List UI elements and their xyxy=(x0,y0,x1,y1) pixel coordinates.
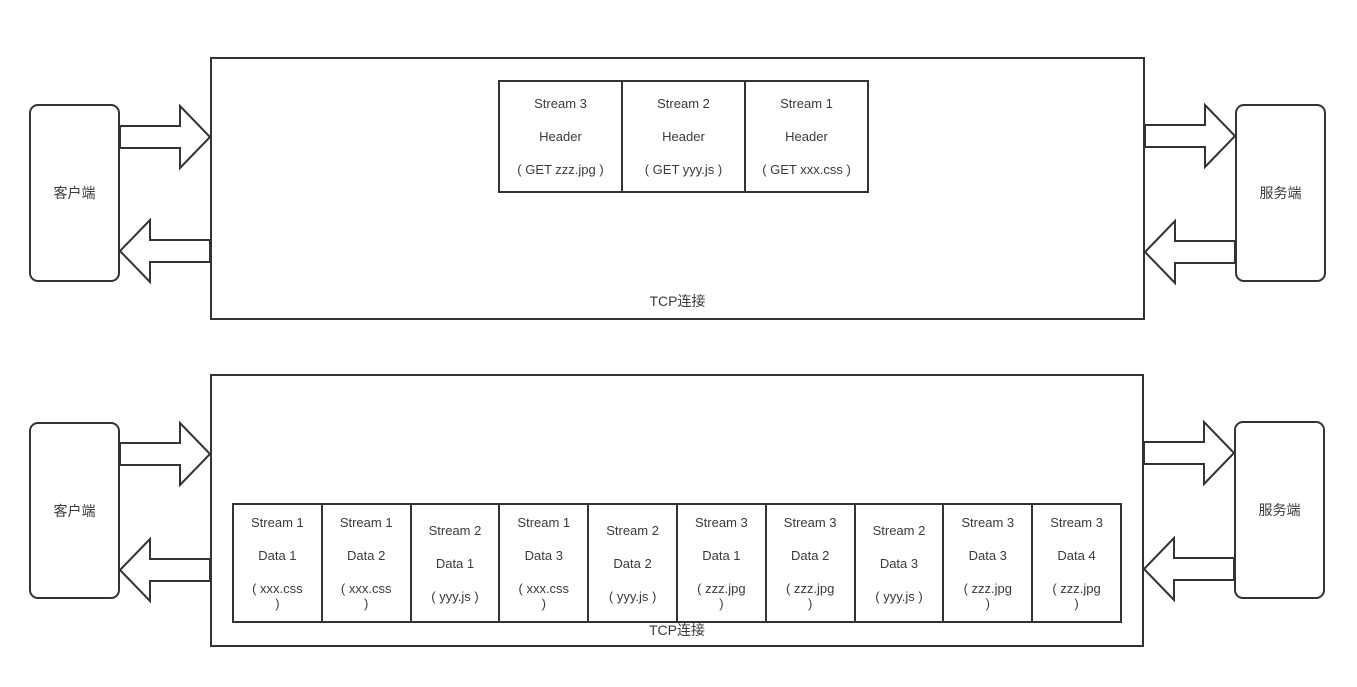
stream-frame: Stream 1 Data 1 ( xxx.css ) xyxy=(234,505,321,621)
request-arrow-client-to-tcp-bottom xyxy=(119,420,212,488)
client-box-top: 客户端 xyxy=(29,104,120,282)
frame-payload: ( xxx.css ) xyxy=(252,581,303,611)
frame-payload: ( xxx.css ) xyxy=(340,581,392,611)
frame-type: Header xyxy=(539,129,582,144)
tcp-connection-label-top: TCP连接 xyxy=(649,293,706,309)
stream-frame: Stream 3 Data 4 ( zzz.jpg ) xyxy=(1031,505,1120,621)
response-arrow-tcp-to-client-bottom xyxy=(118,536,211,604)
stream-frame: Stream 3 Header ( GET zzz.jpg ) xyxy=(500,82,621,191)
server-label-top: 服务端 xyxy=(1259,185,1302,201)
header-frames-row: Stream 3 Header ( GET zzz.jpg ) Stream 2… xyxy=(498,80,869,193)
frame-type: Data 2 xyxy=(347,548,386,563)
frame-payload: ( xxx.css ) xyxy=(518,581,570,611)
frame-type: Data 3 xyxy=(879,555,919,571)
stream-id: Stream 1 xyxy=(251,515,304,530)
frame-type: Data 3 xyxy=(968,548,1007,563)
response-arrow-server-to-tcp-bottom xyxy=(1142,535,1235,603)
frame-type: Header xyxy=(785,129,828,144)
frame-payload: ( zzz.jpg ) xyxy=(785,581,835,611)
stream-id: Stream 3 xyxy=(534,96,587,111)
frame-payload: ( GET xxx.css ) xyxy=(762,162,851,177)
client-label-bottom: 客户端 xyxy=(53,502,96,519)
frame-payload: ( zzz.jpg ) xyxy=(963,581,1012,611)
frame-payload: ( yyy.js ) xyxy=(608,588,657,604)
frame-type: Data 1 xyxy=(435,555,475,571)
stream-id: Stream 3 xyxy=(695,515,748,530)
client-box-bottom: 客户端 xyxy=(29,422,120,599)
response-arrow-server-to-tcp-top xyxy=(1143,218,1236,286)
frame-payload: ( yyy.js ) xyxy=(431,588,479,604)
frame-type: Data 1 xyxy=(702,548,741,563)
frame-payload: ( yyy.js ) xyxy=(875,588,923,604)
frame-type: Data 3 xyxy=(524,548,563,563)
frame-type: Data 2 xyxy=(613,555,652,571)
stream-frame: Stream 3 Data 1 ( zzz.jpg ) xyxy=(675,505,765,621)
stream-frame: Stream 2 Header ( GET yyy.js ) xyxy=(621,82,744,191)
stream-id: Stream 3 xyxy=(1050,515,1103,530)
request-arrow-tcp-to-server-top xyxy=(1144,102,1237,170)
frame-type: Data 1 xyxy=(258,548,297,563)
frame-payload: ( GET yyy.js ) xyxy=(644,162,723,177)
request-arrow-tcp-to-server-bottom xyxy=(1143,419,1236,487)
data-frames-row: Stream 1 Data 1 ( xxx.css ) Stream 1 Dat… xyxy=(232,503,1122,623)
stream-frame: Stream 2 Data 3 ( yyy.js ) xyxy=(853,505,943,621)
client-label-top: 客户端 xyxy=(53,185,96,201)
response-arrow-tcp-to-client-top xyxy=(118,217,211,285)
stream-id: Stream 2 xyxy=(872,522,926,538)
server-box-bottom: 服务端 xyxy=(1234,421,1325,599)
stream-frame: Stream 1 Data 3 ( xxx.css ) xyxy=(498,505,587,621)
stream-frame: Stream 2 Data 2 ( yyy.js ) xyxy=(587,505,676,621)
tcp-connection-label-bottom: TCP连接 xyxy=(649,622,705,638)
stream-frame: Stream 1 Data 2 ( xxx.css ) xyxy=(320,505,410,621)
frame-payload: ( zzz.jpg ) xyxy=(1052,581,1101,611)
stream-id: Stream 3 xyxy=(783,515,837,530)
stream-frame: Stream 3 Data 2 ( zzz.jpg ) xyxy=(764,505,854,621)
stream-frame: Stream 1 Header ( GET xxx.css ) xyxy=(744,82,867,191)
stream-id: Stream 3 xyxy=(961,515,1015,530)
stream-id: Stream 2 xyxy=(657,96,710,111)
frame-type: Data 4 xyxy=(1057,548,1096,563)
frame-payload: ( zzz.jpg ) xyxy=(697,581,746,611)
stream-id: Stream 1 xyxy=(780,96,833,111)
frame-type: Data 2 xyxy=(791,548,830,563)
stream-id: Stream 1 xyxy=(517,515,571,530)
stream-id: Stream 2 xyxy=(606,522,659,538)
stream-frame: Stream 2 Data 1 ( yyy.js ) xyxy=(409,505,499,621)
frame-payload: ( GET zzz.jpg ) xyxy=(517,162,604,177)
request-arrow-client-to-tcp-top xyxy=(119,103,212,171)
stream-frame: Stream 3 Data 3 ( zzz.jpg ) xyxy=(942,505,1031,621)
server-label-bottom: 服务端 xyxy=(1258,502,1301,518)
stream-id: Stream 2 xyxy=(428,522,482,538)
server-box-top: 服务端 xyxy=(1235,104,1326,282)
frame-type: Header xyxy=(662,129,705,144)
stream-id: Stream 1 xyxy=(339,515,393,530)
